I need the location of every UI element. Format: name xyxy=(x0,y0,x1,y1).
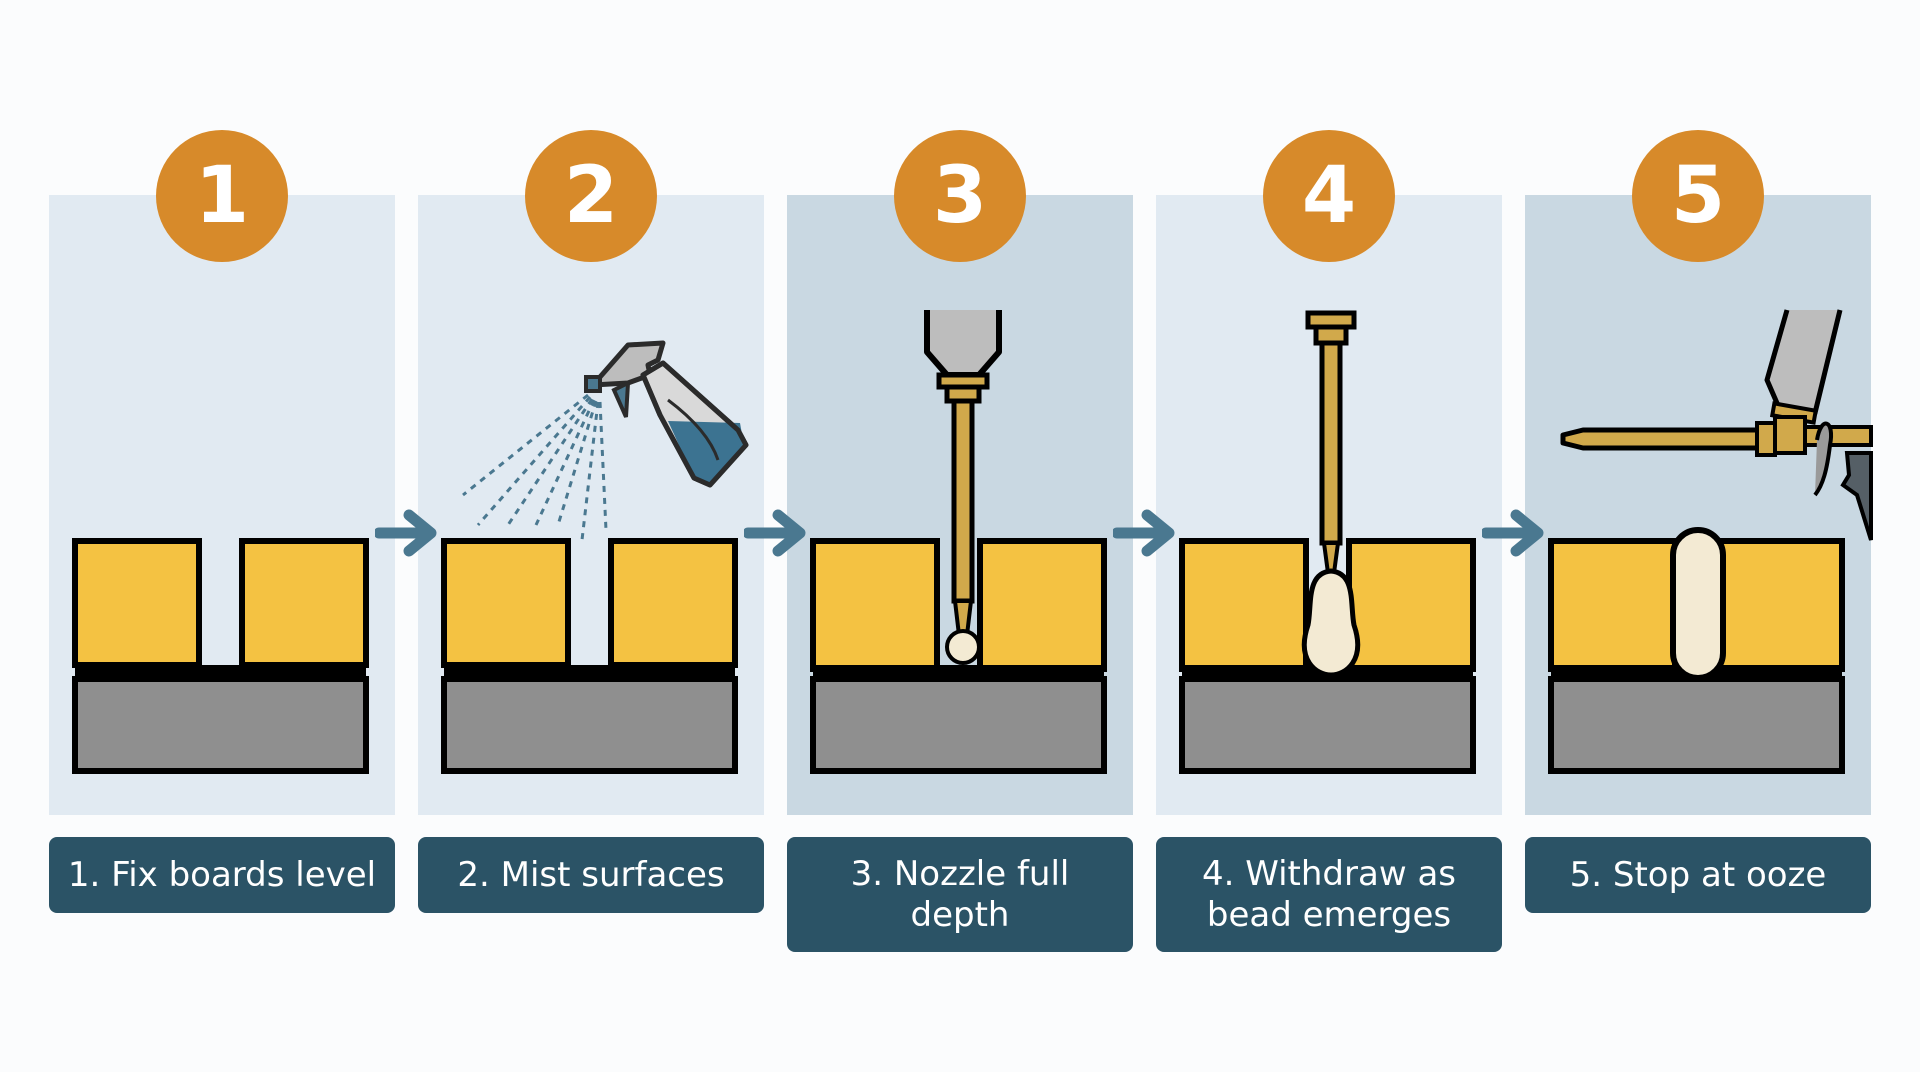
step-4-label: 4. Withdraw as bead emerges xyxy=(1156,837,1502,952)
step-5-badge: 5 xyxy=(1632,130,1764,262)
step-5-panel xyxy=(1525,195,1873,815)
spray-bottle-icon xyxy=(441,340,749,774)
step-1-label: 1. Fix boards level xyxy=(49,837,395,913)
arrow-right-icon xyxy=(375,509,437,557)
arrow-right-icon xyxy=(1113,509,1175,557)
step-1-panel xyxy=(49,195,395,815)
step-5-label: 5. Stop at ooze xyxy=(1525,837,1871,913)
step-2-panel xyxy=(418,195,764,815)
step-3-label: 3. Nozzle full depth xyxy=(787,837,1133,952)
foam-nozzle-inserted-illustration xyxy=(810,310,1107,774)
arrow-right-icon xyxy=(1482,509,1544,557)
step-4-badge: 4 xyxy=(1263,130,1395,262)
step-3-badge: 3 xyxy=(894,130,1026,262)
step-3-panel xyxy=(787,195,1133,815)
boards-gap-illustration xyxy=(72,538,369,774)
step-1-badge: 1 xyxy=(156,130,288,262)
foam-gun-illustration xyxy=(1548,309,1873,774)
step-2-badge: 2 xyxy=(525,130,657,262)
step-4-panel xyxy=(1156,195,1502,815)
nozzle-withdrawing-illustration xyxy=(1179,310,1476,774)
step-2-label: 2. Mist surfaces xyxy=(418,837,764,913)
arrow-right-icon xyxy=(744,509,806,557)
